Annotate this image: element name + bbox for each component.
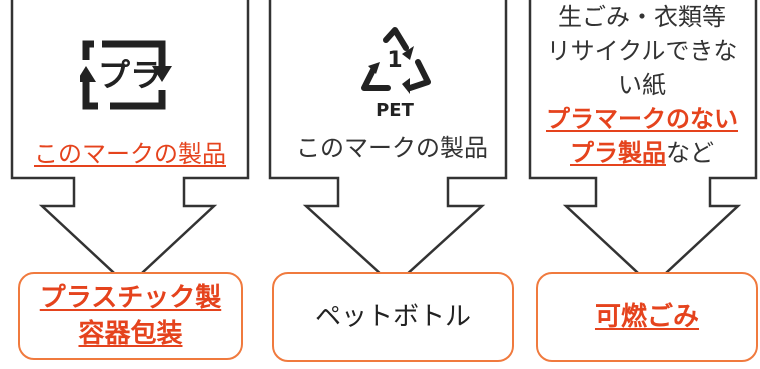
suffix-text: など — [666, 139, 714, 167]
result-box-pet: ペットボトル — [272, 272, 514, 362]
mark-caption: このマークの製品 — [296, 134, 488, 162]
pura-recycling-mark-icon — [80, 40, 172, 110]
column-pet-bottle: 1 PET このマークの製品 ペットボトル — [262, 0, 522, 369]
pura-mark-text: プラ — [97, 56, 162, 94]
result-label-line: 可燃ごみ — [594, 302, 699, 332]
description-line: 生ごみ・衣類等 — [558, 3, 726, 31]
mark-caption: このマークの製品 — [34, 140, 226, 168]
highlight-line: プラ製品 — [570, 139, 666, 167]
description-line: い紙 — [618, 71, 666, 99]
column-plastic-packaging: プラ このマークの製品 プラスチック製 容器包装 — [0, 0, 260, 369]
pet-recycling-mark-icon — [361, 27, 431, 94]
highlight-line: プラマークのない — [546, 105, 738, 133]
result-label-line: プラスチック製 — [39, 283, 222, 313]
pet-mark-label: PET — [376, 100, 414, 121]
highlight-line-with-suffix: プラ製品など — [524, 136, 760, 170]
result-label-line: ペットボトル — [314, 302, 471, 332]
column-burnable: 生ごみ・衣類等 リサイクルできな い紙 プラマークのない プラ製品など 可燃ごみ — [524, 0, 760, 369]
pet-mark-number: 1 — [387, 48, 403, 73]
result-label-line: 容器包装 — [78, 319, 183, 349]
description-line: リサイクルできな — [546, 37, 738, 65]
result-box-plastic: プラスチック製 容器包装 — [18, 272, 243, 360]
result-box-burnable: 可燃ごみ — [536, 272, 758, 362]
